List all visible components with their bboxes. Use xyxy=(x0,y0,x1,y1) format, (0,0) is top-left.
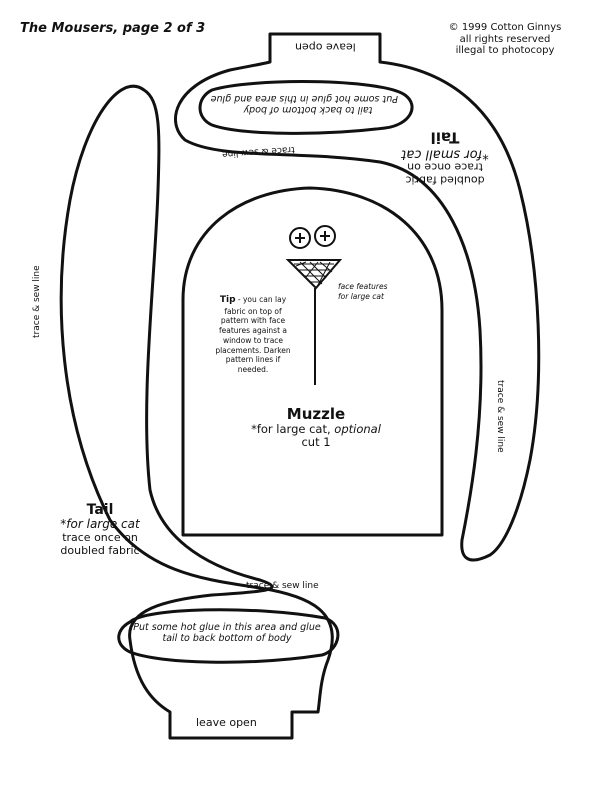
small-tail-trace-line2: doubled fabric xyxy=(405,173,485,187)
muzzle-tip-label: Tip xyxy=(219,295,236,305)
large-tail-trace-line2: doubled fabric xyxy=(60,543,140,557)
muzzle-info: Muzzle *for large cat, optional cut 1 xyxy=(236,405,396,450)
muzzle-tip-line-7: needed. xyxy=(237,365,269,375)
large-tail-sew-line-side: trace & sew line xyxy=(32,265,42,338)
muzzle-face-line1: face features xyxy=(338,282,388,291)
page-title: The Mousers, page 2 of 3 xyxy=(20,21,206,36)
small-tail-trace-line1: trace once on xyxy=(407,160,483,174)
muzzle-subtitle: *for large cat, optional xyxy=(236,423,396,436)
small-tail-info: doubled fabric trace once on *for small … xyxy=(395,128,495,187)
large-tail-glue-line2: tail to back bottom of body xyxy=(162,632,292,644)
small-tail-outline xyxy=(174,32,541,562)
muzzle-tip-line-5: placements. Darken xyxy=(215,345,291,355)
small-tail-title: Tail xyxy=(430,128,460,147)
muzzle-tip-line-3: features against a xyxy=(219,326,287,336)
left-eye xyxy=(289,227,311,249)
muzzle-tip-line-4: window to trace xyxy=(222,335,284,345)
muzzle-nose xyxy=(285,259,343,290)
muzzle-tip-line-1: fabric on top of xyxy=(224,306,282,316)
muzzle-face-note: face features for large cat xyxy=(338,282,388,302)
large-tail-title: Tail xyxy=(86,502,114,518)
small-tail-leave-open: leave open xyxy=(295,40,356,54)
muzzle-cut: cut 1 xyxy=(301,435,331,450)
large-tail-subtitle: *for large cat xyxy=(60,517,140,532)
large-tail-outline xyxy=(59,84,334,740)
large-tail-sew-line-bottom: trace & sew line xyxy=(246,581,319,591)
small-tail-sew-line-side: trace & sew line xyxy=(495,380,505,453)
muzzle-eyes xyxy=(289,225,336,249)
muzzle-title: Muzzle xyxy=(286,405,346,423)
small-tail-glue-line1: tail to back bottom of body xyxy=(243,103,373,115)
muzzle-tip-line-0: - you can lay xyxy=(237,295,287,304)
large-tail-glue-line1: Put some hot glue in this area and glue xyxy=(133,622,321,633)
large-tail-info: Tail *for large cat trace once on double… xyxy=(40,502,160,557)
right-eye xyxy=(314,225,336,247)
copyright-block: © 1999 Cotton Ginnys all rights reserved… xyxy=(445,22,565,57)
muzzle-tip-line-6: pattern lines if xyxy=(225,355,281,365)
small-tail-glue-note: tail to back bottom of body Put some hot… xyxy=(210,92,398,115)
small-tail-glue-area xyxy=(198,80,414,135)
large-tail-trace-line1: trace once on xyxy=(62,530,138,544)
copyright-line: © 1999 Cotton Ginnys xyxy=(448,22,562,33)
large-tail-leave-open: leave open xyxy=(196,716,257,729)
large-tail-glue-area xyxy=(117,608,340,664)
photocopy-line: illegal to photocopy xyxy=(455,45,555,56)
muzzle-outline xyxy=(181,186,444,537)
muzzle-tip-line-2: pattern with face xyxy=(220,316,286,326)
rights-line: all rights reserved xyxy=(459,33,551,45)
small-tail-subtitle: *for small cat xyxy=(401,146,489,162)
small-tail-glue-line2: Put some hot glue in this area and glue xyxy=(210,92,398,104)
muzzle-face-line2: for large cat xyxy=(338,292,384,302)
muzzle-subtitle-optional: optional xyxy=(334,422,381,437)
muzzle-subtitle-prefix: *for large cat, xyxy=(251,422,335,437)
large-tail-glue-note: Put some hot glue in this area and glue … xyxy=(122,622,332,645)
muzzle-tip: Tip - you can lay fabric on top of patte… xyxy=(208,295,298,375)
